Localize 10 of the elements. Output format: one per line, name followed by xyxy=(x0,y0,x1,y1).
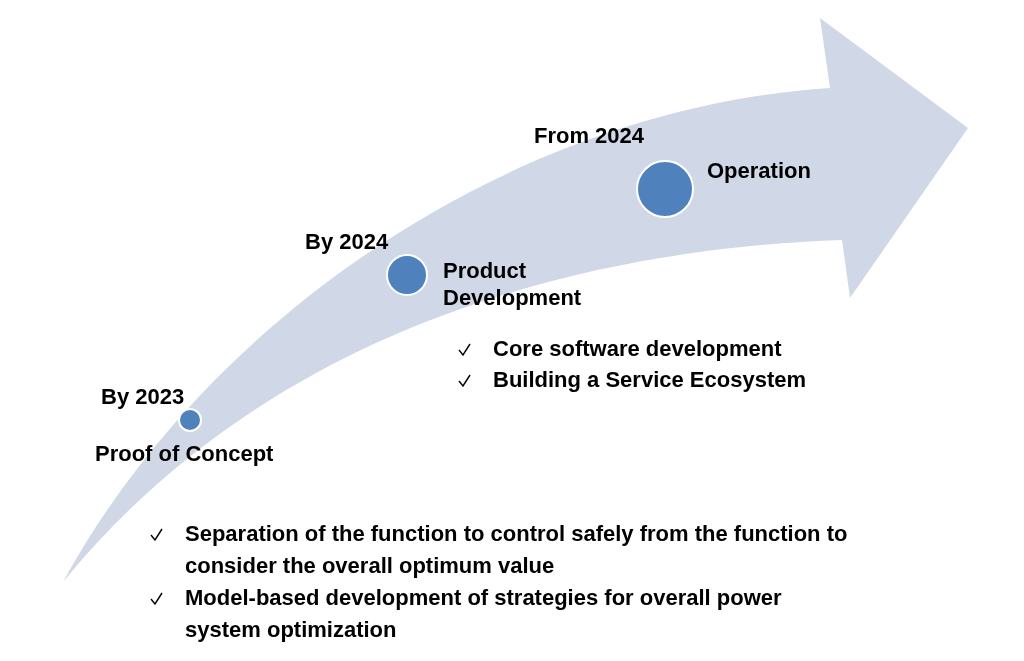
milestone-title: Operation xyxy=(707,157,812,184)
bullet-text: Core software development xyxy=(493,335,782,363)
bullet-text: Model-based development of strategies for overall power system optimization xyxy=(185,584,783,644)
bullet-text: Separation of the function to control safely from the function to consider the overall optimum value xyxy=(185,520,849,580)
milestone-title: Product Development xyxy=(443,257,583,311)
milestone-title: Proof of Concept xyxy=(95,440,275,467)
milestone-date: From 2024 xyxy=(534,122,646,149)
milestone-date: By 2023 xyxy=(101,383,186,410)
milestone-date: By 2024 xyxy=(305,228,390,255)
bullet-text: Building a Service Ecosystem xyxy=(493,366,807,394)
